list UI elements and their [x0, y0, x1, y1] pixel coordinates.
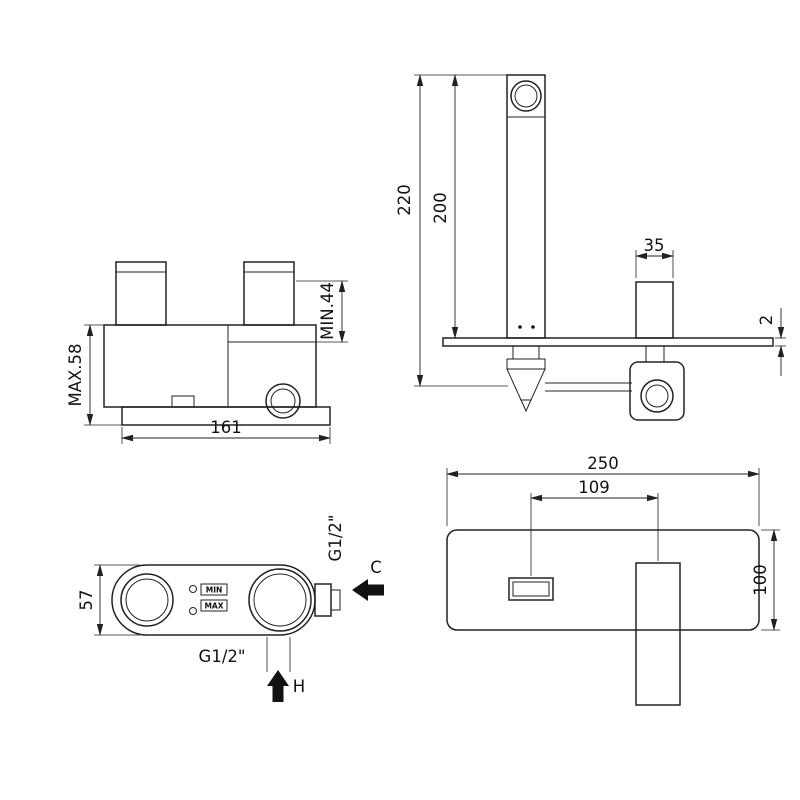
- dim-2: 2: [757, 308, 786, 376]
- thread-bottom-label: G1/2": [199, 647, 246, 666]
- dim-label-220: 220: [395, 184, 414, 216]
- wall-plate-section: [442, 337, 774, 347]
- right-cylinder: [243, 261, 295, 326]
- spout-dot: [531, 325, 535, 329]
- hot-label: H: [293, 677, 305, 696]
- dim-250: 250: [446, 454, 760, 526]
- hot-inlet-arrow-icon: [267, 670, 289, 702]
- dim-label-200: 200: [431, 192, 450, 224]
- dim-label-35: 35: [644, 236, 665, 255]
- cold-inlet: C: [352, 558, 384, 601]
- dim-57: 57: [77, 564, 140, 636]
- dim-label-161: 161: [210, 418, 242, 437]
- spout-connection-circle: [248, 568, 312, 632]
- screw: [189, 585, 197, 593]
- dim-161: 161: [121, 418, 331, 444]
- dim-label-250: 250: [587, 454, 619, 473]
- valve-port: [640, 379, 674, 413]
- cartridge-circle: [120, 573, 174, 627]
- cold-label: C: [370, 558, 382, 577]
- hot-inlet: G1/2" H: [199, 637, 305, 702]
- body-side-outline: [103, 261, 331, 426]
- dim-220: 220: [395, 74, 508, 387]
- dim-200: 200: [431, 74, 459, 339]
- dim-109: 109: [530, 478, 659, 576]
- dim-label-100: 100: [751, 564, 770, 596]
- dim-label-min44: MIN.44: [318, 282, 337, 340]
- plate-front-view: 250 109 100: [446, 454, 780, 706]
- plate-front-outline: [446, 529, 760, 706]
- max-label: MAX: [204, 602, 223, 611]
- min-plate: [200, 583, 228, 596]
- body-top-outline: MIN MAX: [111, 564, 341, 636]
- body-side-view: MAX.58 MIN.44 161: [66, 261, 348, 444]
- dim-min44: MIN.44: [296, 280, 348, 343]
- faucet-front-outline: [442, 74, 774, 421]
- mixer-body: [103, 324, 317, 408]
- dim-35: 35: [635, 236, 674, 278]
- base-plate: [121, 406, 331, 426]
- dim-label-109: 109: [578, 478, 610, 497]
- cold-inlet-arrow-icon: [352, 579, 384, 601]
- dim-label-max58: MAX.58: [66, 343, 85, 406]
- dim-max58: MAX.58: [66, 324, 122, 426]
- max-plate: [200, 599, 228, 612]
- check-valve: [506, 368, 546, 401]
- side-connector: [314, 583, 332, 617]
- dim-100: 100: [751, 529, 780, 631]
- screw: [189, 607, 197, 615]
- valve-body: [629, 361, 685, 421]
- handle: [635, 281, 674, 339]
- body-top-shell: [111, 564, 316, 636]
- left-cylinder: [115, 261, 167, 326]
- faucet-front-view: 220 200 35 2: [395, 74, 786, 421]
- outlet-port: [265, 383, 301, 419]
- spout-body: [506, 74, 546, 339]
- spout-dot: [518, 325, 522, 329]
- spout-outlet: [508, 577, 554, 601]
- spout-top-ring: [510, 80, 542, 112]
- thread-side-label: G1/2": [326, 515, 345, 562]
- dim-label-57: 57: [77, 590, 96, 611]
- min-label: MIN: [206, 586, 223, 595]
- body-top-view: MIN MAX G1/2" C 57 G1/2" H: [77, 515, 384, 702]
- dim-label-2: 2: [757, 315, 776, 326]
- wall-plate: [446, 529, 760, 631]
- handle-front: [635, 562, 681, 706]
